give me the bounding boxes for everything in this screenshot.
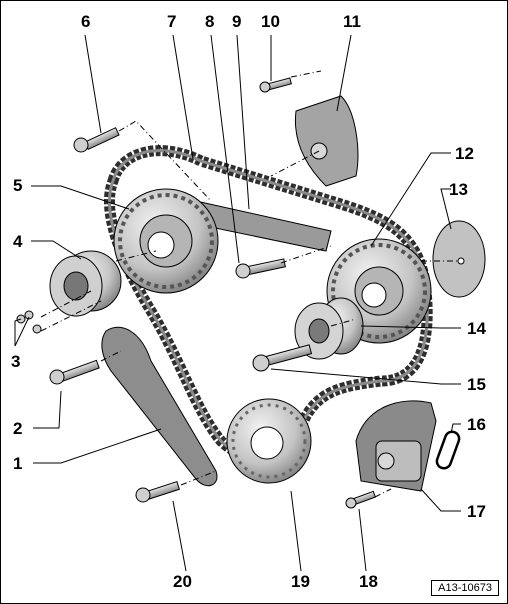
bolt-15 (252, 344, 313, 372)
bolt-10 (259, 77, 292, 93)
tensioning-rail (101, 326, 218, 487)
callout-1: 1 (13, 454, 22, 473)
figure-reference: A13-10673 (431, 580, 499, 596)
callout-9: 9 (232, 12, 241, 31)
callout-8: 8 (205, 12, 214, 31)
callout-16: 16 (467, 415, 486, 434)
o-ring-seal (435, 430, 461, 470)
camshaft-sprocket-left (113, 188, 219, 294)
callout-20: 20 (173, 572, 192, 591)
chain-tensioner (355, 400, 437, 492)
bolt-20 (135, 481, 180, 503)
callout-5: 5 (13, 176, 22, 195)
callout-4: 4 (13, 232, 23, 251)
callout-labels: 6 7 8 9 10 11 5 4 3 2 1 12 13 14 15 16 1… (11, 12, 486, 591)
callout-14: 14 (467, 319, 486, 338)
callout-19: 19 (291, 572, 310, 591)
chain-cover-plate (294, 95, 359, 187)
bolt-18 (345, 490, 377, 509)
callout-11: 11 (343, 12, 361, 31)
bolts-3 (16, 310, 42, 334)
bushing-left (49, 250, 122, 317)
bolt-2 (49, 359, 100, 385)
callout-12: 12 (455, 144, 474, 163)
callout-10: 10 (261, 12, 280, 31)
callout-3: 3 (11, 352, 20, 371)
leader-lines (14, 34, 461, 572)
crankshaft-sprocket (226, 398, 312, 484)
callout-7: 7 (167, 12, 176, 31)
bolt-8 (235, 258, 286, 279)
callout-2: 2 (13, 419, 22, 438)
callout-15: 15 (467, 375, 486, 394)
bolt-6 (73, 127, 120, 153)
callout-6: 6 (81, 12, 90, 31)
assembly-axes (40, 70, 457, 498)
callout-13: 13 (449, 180, 468, 199)
callout-17: 17 (467, 502, 486, 521)
callout-18: 18 (359, 572, 378, 591)
